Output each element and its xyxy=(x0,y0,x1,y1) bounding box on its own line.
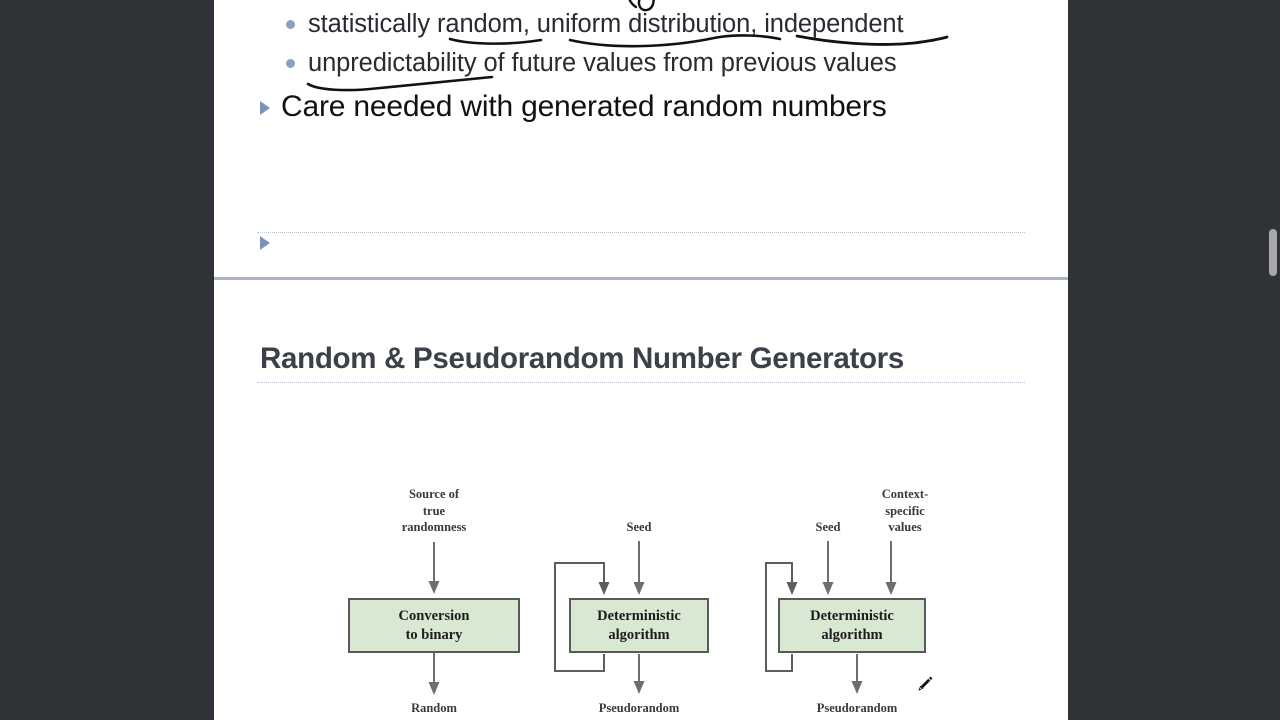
slide-two-dotted-rule xyxy=(257,382,1025,383)
dot-bullet-icon xyxy=(286,59,295,68)
sub-bullet-label-1: statistically random, uniform distributi… xyxy=(308,10,904,38)
figure-box-deterministic-algorithm-prf: Deterministic algorithm xyxy=(778,598,926,653)
dot-bullet-icon xyxy=(286,20,295,29)
figure-output-label-pseudorandom: Pseudorandom xyxy=(816,701,898,715)
figure-arrows-prf xyxy=(765,541,897,694)
sub-bullet-item-2: unpredictability of future values from p… xyxy=(286,47,897,80)
sub-bullet-item-1: statistically random, uniform distributi… xyxy=(286,8,904,41)
vertical-scrollbar-thumb[interactable] xyxy=(1269,229,1277,276)
arrow-down-to-random-output xyxy=(428,653,440,695)
slide-two[interactable]: Random & Pseudorandom Number Generators … xyxy=(214,286,1068,720)
figure-box-line-1: Deterministic xyxy=(810,607,894,624)
figure-box-deterministic-algorithm-prng: Deterministic algorithm xyxy=(569,598,709,653)
ink-annotation-layer xyxy=(306,0,949,92)
figure-box-line-2: algorithm xyxy=(608,626,670,643)
figure-input-label-source-of-true-randomness: Source of true randomness xyxy=(401,487,467,535)
slide-one[interactable]: statistically random, uniform distributi… xyxy=(214,0,1068,277)
figure-box-line-2: to binary xyxy=(405,626,463,643)
figure-box-conversion-to-binary: Conversion to binary xyxy=(348,598,520,653)
figure-arrows-prng xyxy=(554,541,645,694)
figure-input-label-seed: Seed xyxy=(815,520,841,534)
figure-output-label-random: Random xyxy=(411,701,457,715)
page-title: Random & Pseudorandom Number Generators xyxy=(260,342,904,375)
figure-box-line-1: Conversion xyxy=(398,607,470,624)
placeholder-bullet-item xyxy=(260,232,281,250)
figure-box-line-2: algorithm xyxy=(821,626,883,643)
figure-input-label-context-specific-values: Context- specific values xyxy=(881,487,929,535)
figure-input-label-seed: Seed xyxy=(626,520,652,534)
triangle-bullet-icon xyxy=(260,101,270,115)
page-separator xyxy=(214,277,1068,280)
main-bullet-item: Care needed with generated random number… xyxy=(260,88,887,125)
page-gap xyxy=(214,280,1068,286)
figure-output-label-pseudorandom: Pseudorandom xyxy=(598,701,680,715)
triangle-bullet-icon xyxy=(260,236,270,250)
figure-box-line-1: Deterministic xyxy=(597,607,681,624)
main-bullet-label: Care needed with generated random number… xyxy=(281,90,887,123)
slide-one-dotted-rule xyxy=(257,232,1025,233)
rng-figure: Source of true randomness Conversion to … xyxy=(214,486,1068,720)
arrow-down-to-conversion-box xyxy=(428,542,440,594)
vertical-scrollbar-track[interactable] xyxy=(1266,0,1280,720)
page-column: statistically random, uniform distributi… xyxy=(214,0,1068,720)
sub-bullet-label-2: unpredictability of future values from p… xyxy=(308,49,897,77)
